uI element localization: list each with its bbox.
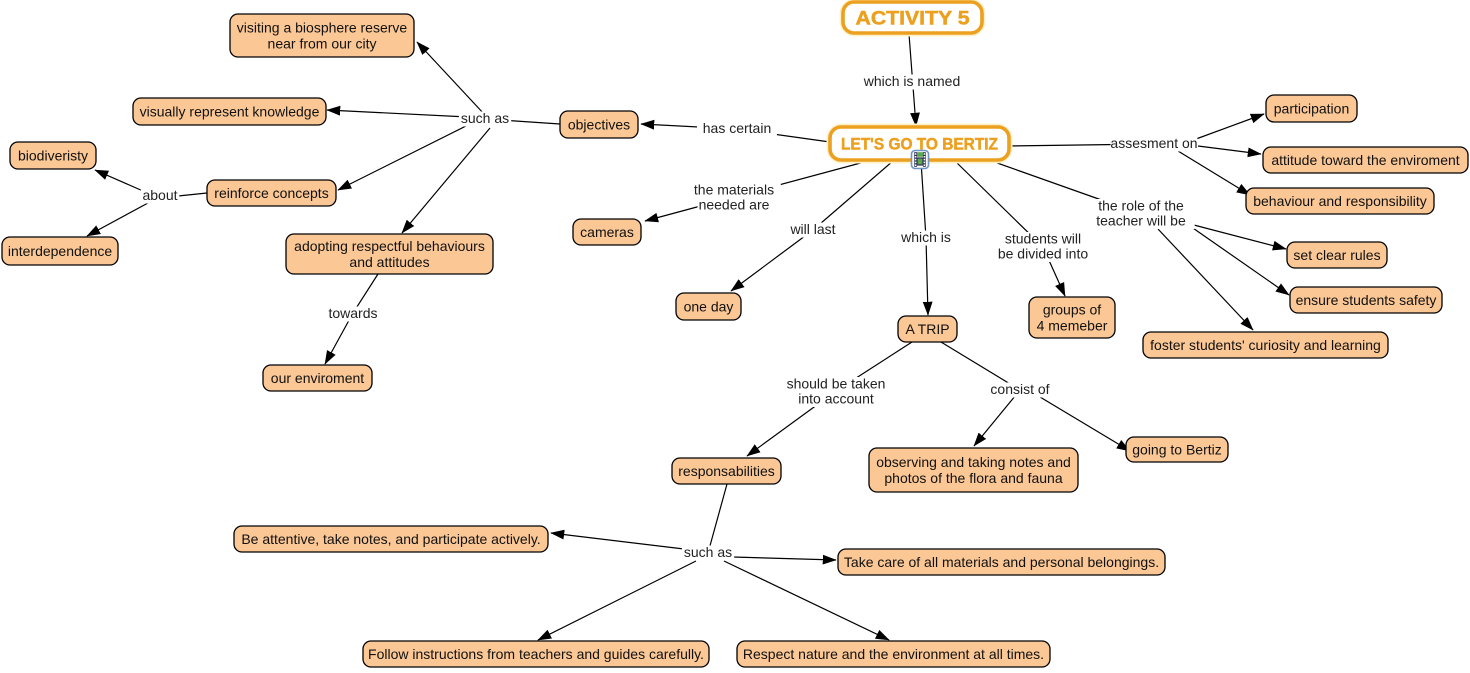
svg-text:Be attentive, take notes, and: Be attentive, take notes, and participat… xyxy=(241,531,540,547)
svg-text:4 memeber: 4 memeber xyxy=(1037,318,1108,334)
svg-text:responsabilities: responsabilities xyxy=(678,463,775,479)
svg-text:LET'S GO TO BERTIZ: LET'S GO TO BERTIZ xyxy=(841,135,998,154)
svg-text:and attitudes: and attitudes xyxy=(349,254,429,270)
svg-text:be divided into: be divided into xyxy=(998,246,1089,262)
svg-text:going to Bertiz: going to Bertiz xyxy=(1132,442,1222,458)
svg-text:about: about xyxy=(142,187,177,203)
svg-text:biodiveristy: biodiveristy xyxy=(18,148,88,164)
svg-text:ensure students safety: ensure students safety xyxy=(1296,292,1437,308)
svg-text:foster students' curiosity and: foster students' curiosity and learning xyxy=(1150,337,1381,353)
svg-text:needed are: needed are xyxy=(699,197,770,213)
svg-text:visually represent knowledge: visually represent knowledge xyxy=(140,104,320,120)
svg-text:the role of the: the role of the xyxy=(1098,198,1184,214)
svg-text:should be taken: should be taken xyxy=(787,376,886,392)
svg-text:groups of: groups of xyxy=(1043,302,1101,318)
svg-text:has certain: has certain xyxy=(703,120,771,136)
svg-text:behaviour and responsibility: behaviour and responsibility xyxy=(1253,193,1427,209)
svg-text:reinforce concepts: reinforce concepts xyxy=(214,185,328,201)
svg-text:ACTIVITY 5: ACTIVITY 5 xyxy=(856,8,970,29)
svg-text:Take care of all materials and: Take care of all materials and personal … xyxy=(844,554,1159,570)
svg-text:cameras: cameras xyxy=(580,224,634,240)
svg-text:our enviroment: our enviroment xyxy=(271,370,364,386)
svg-text:photos of the flora and fauna: photos of the flora and fauna xyxy=(884,470,1062,486)
svg-text:the materials: the materials xyxy=(694,182,774,198)
svg-text:into account: into account xyxy=(798,391,874,407)
svg-text:Follow instructions from teach: Follow instructions from teachers and gu… xyxy=(368,646,704,662)
svg-text:such as: such as xyxy=(461,110,509,126)
svg-text:near from our city: near from our city xyxy=(268,36,377,52)
svg-text:A TRIP: A TRIP xyxy=(905,321,949,337)
svg-text:interdependence: interdependence xyxy=(8,243,113,259)
svg-text:observing and taking notes and: observing and taking notes and xyxy=(876,454,1071,470)
svg-text:students will: students will xyxy=(1005,231,1081,247)
svg-text:visiting a biosphere reserve: visiting a biosphere reserve xyxy=(237,20,408,36)
svg-text:attitude toward the enviroment: attitude toward the enviroment xyxy=(1271,152,1459,168)
svg-text:will last: will last xyxy=(789,221,835,237)
svg-text:such as: such as xyxy=(684,544,732,560)
svg-text:Respect nature and the environ: Respect nature and the environment at al… xyxy=(743,646,1044,662)
svg-text:consist of: consist of xyxy=(990,381,1049,397)
svg-text:set clear rules: set clear rules xyxy=(1293,247,1380,263)
svg-text:assesment on: assesment on xyxy=(1110,135,1197,151)
svg-text:objectives: objectives xyxy=(568,117,630,133)
svg-text:which is: which is xyxy=(900,229,951,245)
svg-text:adopting respectful behaviours: adopting respectful behaviours xyxy=(294,238,485,254)
svg-text:which is named: which is named xyxy=(863,73,961,89)
svg-text:participation: participation xyxy=(1274,101,1350,117)
svg-text:towards: towards xyxy=(328,305,377,321)
svg-text:one day: one day xyxy=(684,299,734,315)
svg-text:teacher will be: teacher will be xyxy=(1096,213,1186,229)
